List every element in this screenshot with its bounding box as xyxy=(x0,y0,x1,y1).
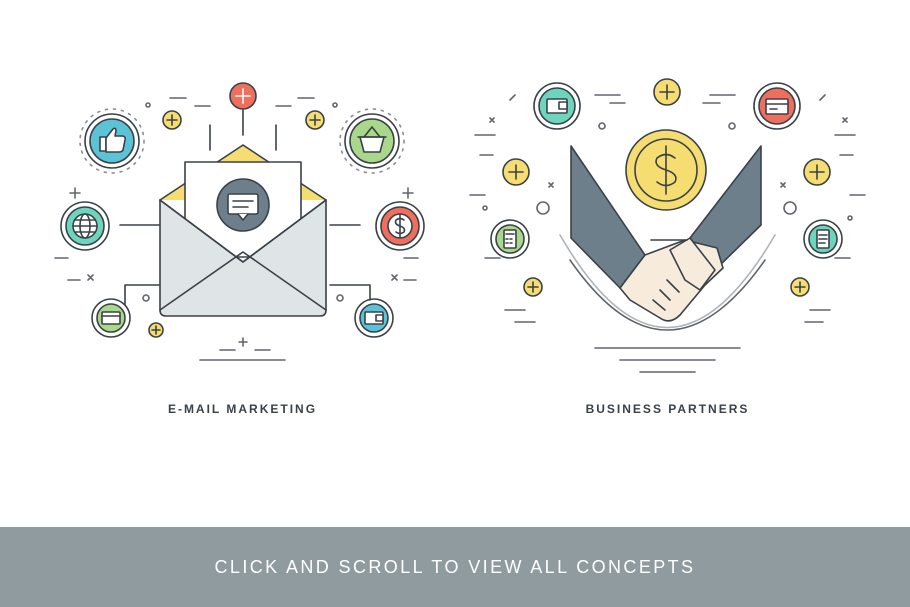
handshake-icon xyxy=(570,145,762,322)
wallet-icon xyxy=(533,82,581,130)
plus-icon xyxy=(502,78,831,297)
decorative-marks xyxy=(469,94,866,323)
document-icon xyxy=(803,219,843,259)
thumbs-up-icon xyxy=(79,108,145,174)
chat-bubble-icon xyxy=(216,178,270,232)
calculator-icon xyxy=(490,219,530,259)
decorative-marks xyxy=(54,97,419,361)
plus-icon xyxy=(229,82,257,110)
business-partners-illustration[interactable] xyxy=(455,0,910,420)
coin-icon xyxy=(625,129,707,211)
basket-icon xyxy=(339,108,405,174)
concept-title-business-partners: BUSINESS PARTNERS xyxy=(585,402,750,416)
banner-text: CLICK AND SCROLL TO VIEW ALL CONCEPTS xyxy=(214,556,696,577)
scroll-banner[interactable]: CLICK AND SCROLL TO VIEW ALL CONCEPTS xyxy=(0,527,910,607)
credit-card-icon xyxy=(753,82,801,130)
connector-lines xyxy=(119,109,371,306)
envelope-icon xyxy=(159,144,327,317)
email-marketing-illustration[interactable] xyxy=(0,0,455,420)
arc-lines xyxy=(559,234,776,373)
concept-title-email-marketing: E-MAIL MARKETING xyxy=(167,402,318,416)
wallet-icon xyxy=(354,298,394,338)
globe-icon xyxy=(60,201,110,251)
plus-icon xyxy=(148,110,325,338)
dollar-icon xyxy=(375,201,425,251)
credit-card-icon xyxy=(91,298,131,338)
